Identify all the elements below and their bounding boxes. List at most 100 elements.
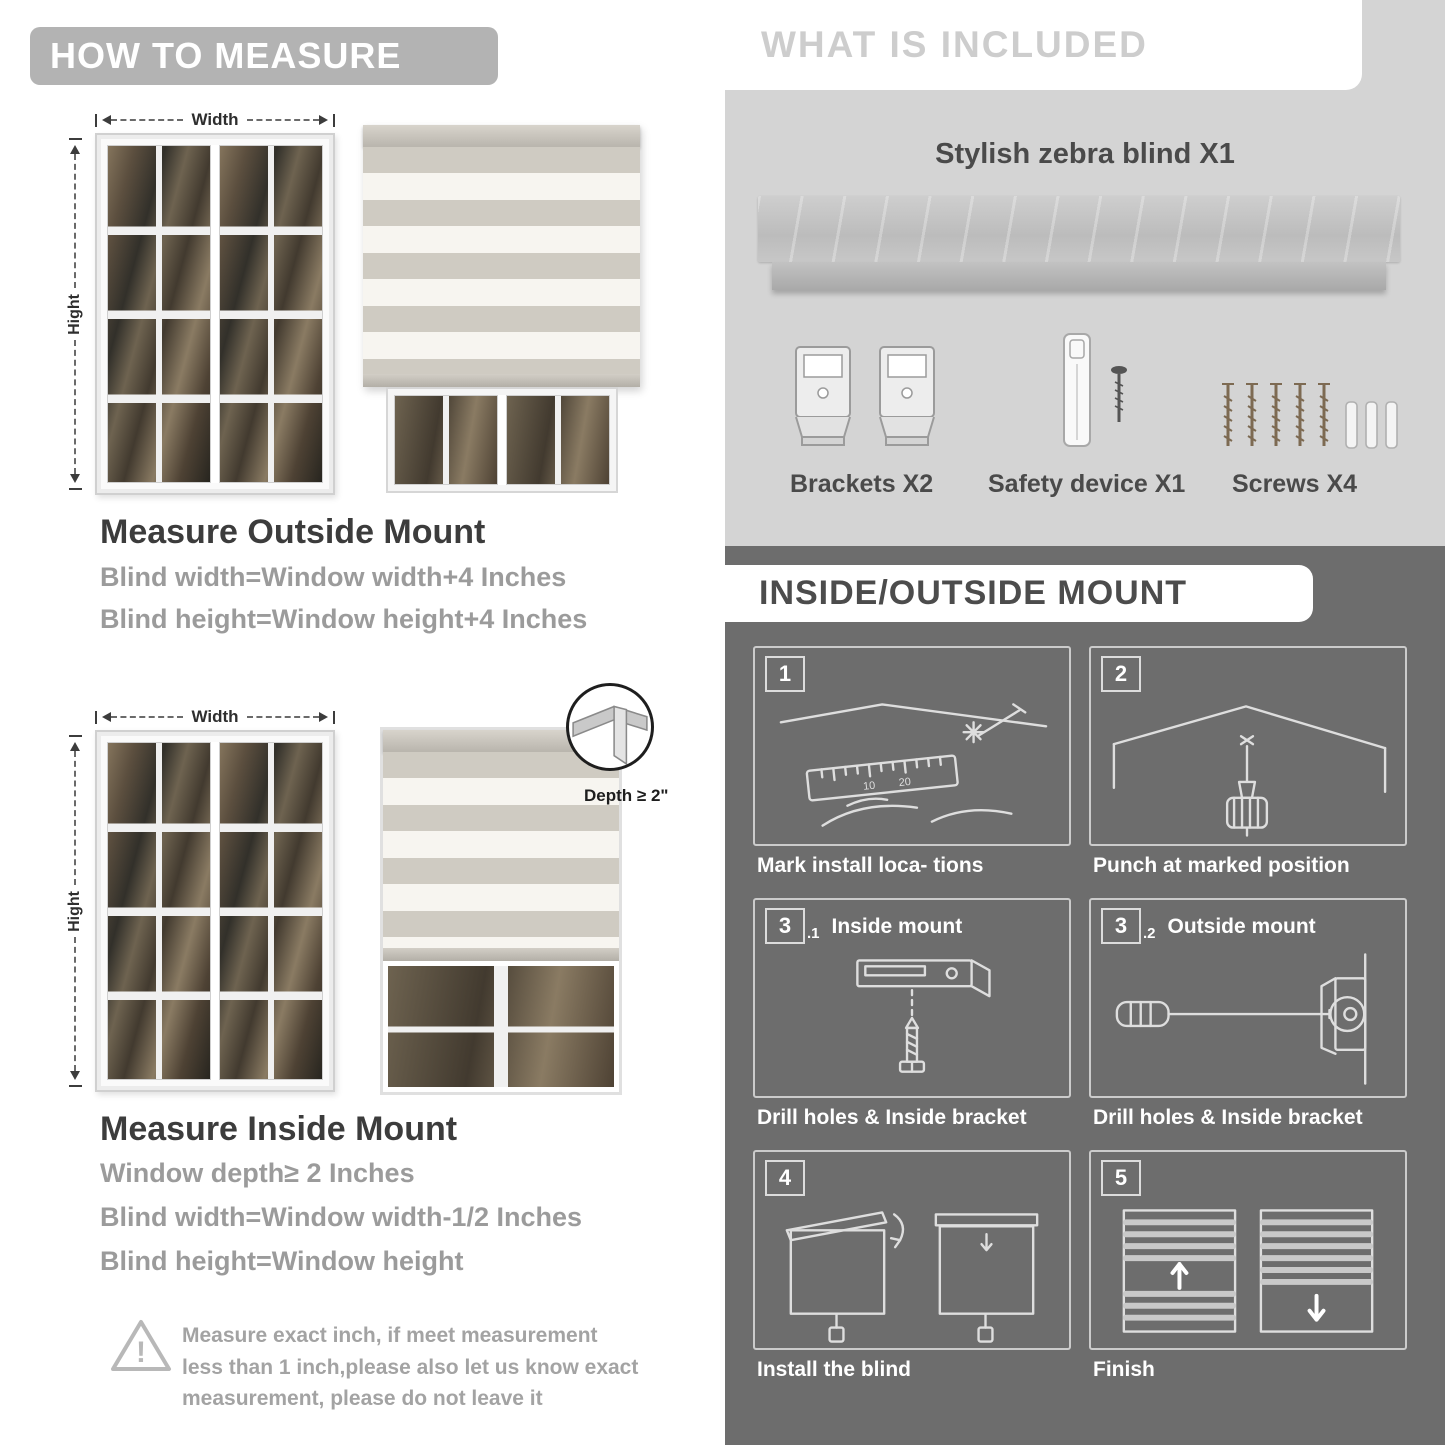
measure-line [246, 119, 319, 121]
step-4-box: 4 [753, 1150, 1071, 1350]
measure-tick [68, 488, 82, 490]
window-sashes [394, 395, 610, 485]
zebra-blind-inside-window [380, 727, 622, 1095]
step-5-box: 5 [1089, 1150, 1407, 1350]
blind-bottom-rail [383, 948, 619, 961]
inside-mount-rule-width: Blind width=Window width-1/2 Inches [100, 1202, 583, 1232]
measure-line [246, 716, 319, 718]
step-1-box: 1 10 20 [753, 646, 1071, 846]
blind-headrail [383, 730, 619, 752]
step-number: 1 [765, 656, 805, 692]
safety-device-label: Safety device X1 [988, 470, 1186, 498]
what-is-included-band: WHAT IS INCLUDED [725, 0, 1362, 90]
height-measure-outside: Hight [66, 138, 84, 490]
height-label: Hight [66, 890, 83, 932]
step-title: Inside mount [831, 915, 963, 938]
screws-label: Screws X4 [1232, 470, 1358, 498]
step-2-badge: 2 [1101, 656, 1155, 692]
safety-device-icon [1063, 333, 1127, 447]
window-sash [506, 395, 610, 485]
window-bottom-fragment [386, 387, 618, 493]
arrow-up-icon [70, 140, 80, 154]
window-sash [219, 742, 323, 1080]
step-number-sub: .2 [1143, 925, 1156, 942]
step-2-box: 2 [1089, 646, 1407, 846]
step-number: 2 [1101, 656, 1141, 692]
blind-headrail [363, 125, 640, 147]
zebra-blind-outside [363, 125, 640, 387]
blind-headrail-lip [772, 262, 1386, 290]
measure-tick [95, 710, 97, 724]
depth-label: Depth ≥ 2" [584, 786, 669, 805]
step-number: 5 [1101, 1160, 1141, 1196]
width-label: Width [191, 707, 239, 726]
measure-tick [68, 735, 82, 737]
window-sash [219, 145, 323, 483]
outside-mount-rule-width: Blind width=Window width+4 Inches [100, 562, 567, 592]
svg-text:!: ! [136, 1336, 146, 1369]
measure-line [74, 751, 76, 885]
measure-line [74, 340, 76, 474]
how-to-measure-header-band: HOW TO MEASURE [30, 27, 498, 85]
depth-callout-circle [566, 683, 654, 771]
window-sash [107, 742, 211, 1080]
inside-mount-rule-depth: Window depth≥ 2 Inches [100, 1158, 415, 1188]
step-1-badge: 1 [765, 656, 819, 692]
step-3-1-box: 3 .1 Inside mount [753, 898, 1071, 1098]
step-5-caption: Finish [1093, 1358, 1155, 1381]
step-4-caption: Install the blind [757, 1358, 912, 1381]
brackets-icons [788, 340, 942, 452]
width-label: Width [191, 110, 239, 129]
measurement-warning-text: Measure exact inch, if meet measurement … [182, 1324, 639, 1410]
measure-line [111, 716, 184, 718]
measure-tick [333, 710, 335, 724]
step-2-caption: Punch at marked position [1093, 854, 1350, 877]
step-3-2-illustration [1115, 953, 1367, 1085]
measure-line [74, 154, 76, 288]
measure-tick [333, 113, 335, 127]
step-3-1-illustration [856, 959, 991, 1073]
mount-title: INSIDE/OUTSIDE MOUNT [759, 574, 1188, 612]
mount-header-band: INSIDE/OUTSIDE MOUNT [725, 565, 1313, 622]
window-sash [107, 145, 211, 483]
window-sash [394, 395, 498, 485]
window-illustration-outside [95, 133, 335, 495]
window-sashes [107, 742, 323, 1080]
window-corner-zoom-icon [572, 705, 648, 766]
step-3-2-box: 3 .2 Outside mount [1089, 898, 1407, 1098]
blind-bottom-rail [363, 374, 640, 387]
included-blind-label: Stylish zebra blind X1 [935, 138, 1235, 170]
width-measure-outside: Width [95, 110, 335, 130]
step-title: Outside mount [1167, 915, 1316, 938]
bracket-icon [795, 346, 851, 446]
arrow-up-icon [70, 737, 80, 751]
measure-tick [68, 1085, 82, 1087]
blind-stripes [383, 752, 619, 948]
step-number: 3 [1101, 908, 1141, 944]
outside-mount-heading: Measure Outside Mount [100, 513, 486, 551]
measure-line [74, 937, 76, 1071]
step-number: 3 [765, 908, 805, 944]
brackets-label: Brackets X2 [790, 470, 934, 498]
step-5-badge: 5 [1101, 1160, 1155, 1196]
warning-triangle-icon: ! [111, 1320, 171, 1371]
mount-panel [725, 546, 1445, 1445]
svg-text:20: 20 [898, 776, 911, 789]
height-measure-inside: Hight [66, 735, 84, 1087]
screws-icon [1222, 383, 1398, 449]
step-number-sub: .1 [807, 925, 820, 942]
blind-stripes [363, 147, 640, 374]
step-4-badge: 4 [765, 1160, 819, 1196]
step-4-illustration [785, 1211, 1039, 1343]
window-panes-below-blind [388, 966, 614, 1087]
bracket-icon [879, 346, 935, 446]
measure-tick [95, 113, 97, 127]
step-1-caption: Mark install loca- tions [757, 854, 984, 877]
inside-mount-rule-height: Blind height=Window height [100, 1246, 464, 1276]
blind-headrail-illustration [758, 196, 1400, 262]
step-2-illustration [1112, 705, 1387, 837]
svg-text:10: 10 [863, 780, 876, 793]
arrow-right-icon [319, 115, 333, 125]
step-1-illustration: 10 20 [779, 703, 1048, 827]
